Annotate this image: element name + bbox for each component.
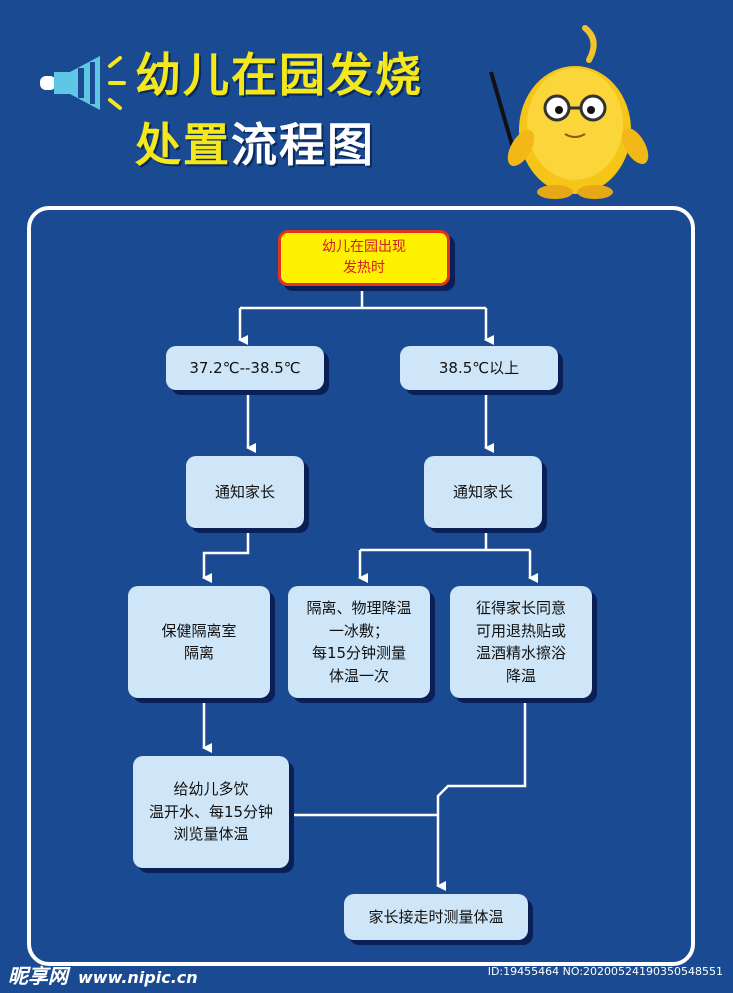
flowchart-panel — [27, 206, 695, 966]
node-left-water: 给幼儿多饮 温开水、每15分钟 浏览量体温 — [133, 756, 289, 868]
node-right-range: 38.5℃以上 — [400, 346, 558, 390]
node-start: 幼儿在园出现 发热时 — [278, 230, 450, 286]
node-right-consent: 征得家长同意 可用退热贴或 温酒精水擦浴 降温 — [450, 586, 592, 698]
title-line2: 处置流程图 — [135, 122, 375, 168]
title-line2-part2: 流程图 — [231, 118, 375, 172]
title-line2-part1: 处置 — [135, 118, 231, 172]
footer-id: ID:19455464 NO:20200524190350548551 — [487, 965, 723, 978]
brand-text: 昵享网 — [8, 964, 68, 988]
node-mid-cool: 隔离、物理降温 一冰敷； 每15分钟测量 体温一次 — [288, 586, 430, 698]
node-left-isolate: 保健隔离室 隔离 — [128, 586, 270, 698]
node-left-notify: 通知家长 — [186, 456, 304, 528]
mascot-character — [489, 25, 649, 199]
node-left-range: 37.2℃--38.5℃ — [166, 346, 324, 390]
footer-brand: 昵享网 www.nipic.cn — [8, 960, 198, 989]
footer-url: www.nipic.cn — [78, 968, 198, 987]
megaphone-icon — [40, 56, 126, 110]
title-line1: 幼儿在园发烧 — [135, 48, 423, 102]
node-right-notify: 通知家长 — [424, 456, 542, 528]
node-end: 家长接走时测量体温 — [344, 894, 528, 940]
